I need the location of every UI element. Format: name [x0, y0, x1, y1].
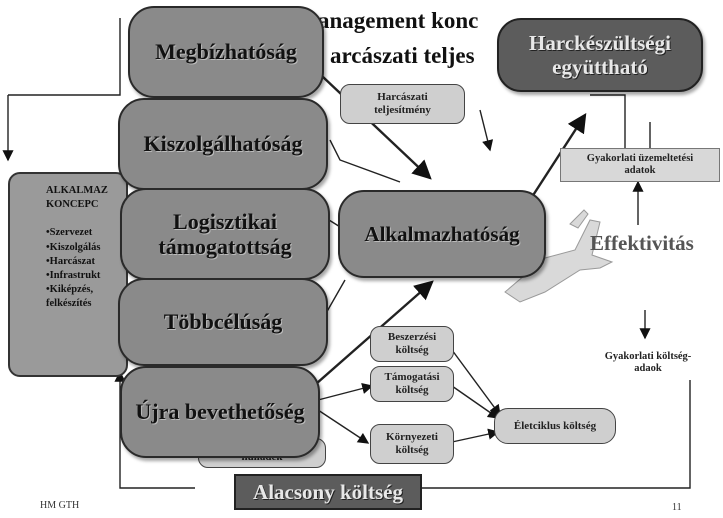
harckeszultsegi-box: Harckészültségi együttható	[497, 18, 703, 92]
header-text-left: anagement konc	[318, 7, 479, 33]
koncepcio-item: •Szervezet	[46, 227, 93, 239]
megbizhatosag-box: Megbízhatóság	[128, 6, 324, 98]
tamogatasi-koltseg-box: Támogatási költség	[370, 366, 454, 402]
koncepcio-item: •Kiszolgálás	[46, 241, 101, 253]
ujra-bevethetoseg-box: Újra bevethetőség	[120, 366, 320, 458]
beszerzesi-line-1: Beszerzési	[387, 331, 437, 344]
tamogatasi-line-1: Támogatási	[384, 371, 440, 384]
koncepcio-title-1: ALKALMAZ	[46, 185, 108, 196]
logisztikai-box: Logisztikai támogatottság	[120, 188, 330, 280]
kiszolgalhatosag-box: Kiszolgálhatóság	[118, 98, 328, 190]
logisztikai-line-2: támogatottság	[158, 234, 292, 259]
effektivitas-label: Effektivitás	[590, 230, 694, 255]
alkalmazasi-koncepcio-box: ALKALMAZ KONCEPC •Szervezet •Kiszolgálás…	[8, 172, 128, 377]
page-number: 11	[672, 502, 682, 513]
koncepcio-title-2: KONCEPC	[46, 199, 99, 211]
uzemeltetesi-line-2: adatok	[624, 165, 656, 176]
kornyezeti-koltseg-box: Környezeti költség	[370, 424, 454, 464]
footer-left: HM GTH	[40, 500, 80, 511]
alkalmazhatosag-box: Alkalmazhatóság	[338, 190, 546, 278]
kornyezeti-line-2: költség	[395, 444, 429, 456]
koltseg-adatok-line-1: Gyakorlati költség-	[604, 350, 692, 362]
beszerzesi-koltseg-box: Beszerzési költség	[370, 326, 454, 362]
kornyezeti-line-1: Környezeti	[386, 431, 438, 444]
tamogatasi-line-2: költség	[395, 384, 429, 396]
harcaszati-line-2: teljesítmény	[374, 104, 431, 116]
eletciklus-koltseg-box: Életciklus költség	[494, 408, 616, 444]
harcaszati-line-1: Harcászati	[377, 91, 428, 104]
header-text-right: arcászati teljes	[330, 42, 475, 68]
koncepcio-item: •Infrastrukt	[46, 269, 101, 281]
alacsony-koltseg-box: Alacsony költség	[234, 474, 422, 510]
koltseg-adatok-line-2: adaok	[634, 363, 662, 374]
uzemeltetesi-line-1: Gyakorlati üzemeltetési	[586, 152, 694, 164]
tobbcelusag-box: Többcélúság	[118, 278, 328, 366]
koncepcio-item: •Harcászat	[46, 255, 95, 267]
koncepcio-item: •Kiképzés,	[46, 284, 94, 296]
harckeszultsegi-line-2: együttható	[552, 55, 648, 79]
harcaszati-teljesitmeny-box: Harcászati teljesítmény	[340, 84, 465, 124]
gyakorlati-uzemeltetesi-box: Gyakorlati üzemeltetési adatok	[560, 148, 720, 182]
airplane-icon	[504, 209, 614, 303]
koncepcio-item: felkészítés	[46, 298, 92, 310]
harckeszultsegi-line-1: Harckészültségi	[529, 30, 671, 55]
gyakorlati-koltseg-label: Gyakorlati költség- adaok	[578, 345, 718, 381]
beszerzesi-line-2: költség	[395, 344, 429, 356]
logisztikai-line-1: Logisztikai	[173, 208, 277, 234]
